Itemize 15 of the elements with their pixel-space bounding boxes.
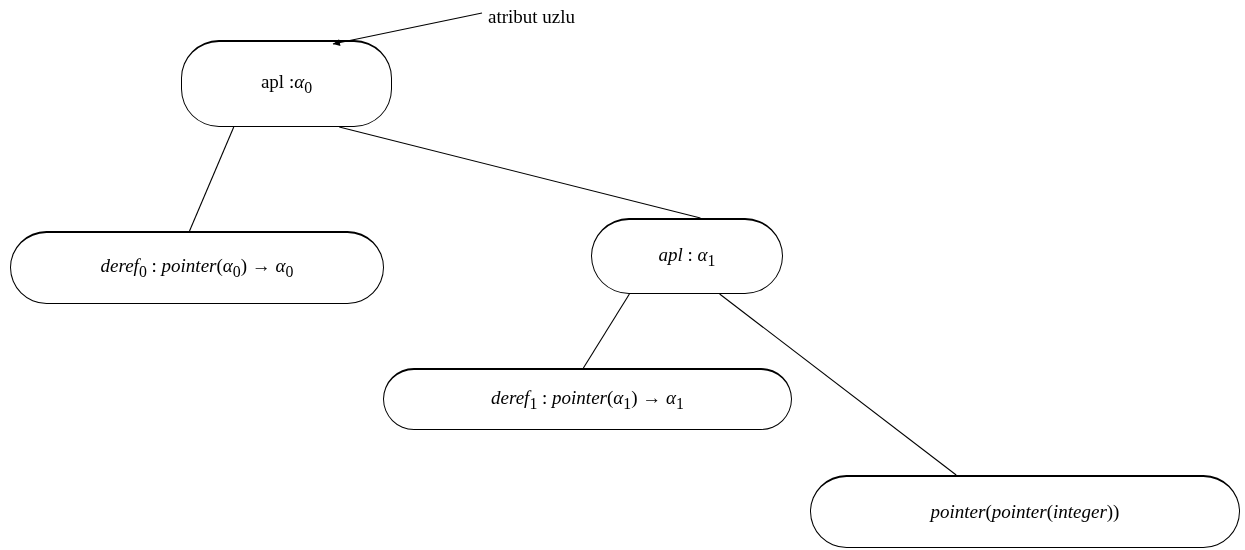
node-label: deref$_{0}$ : pointer(α$_{0}$) → α$_{0}$ xyxy=(100,255,294,281)
connector-line xyxy=(338,126,701,219)
node-label: deref$_{1}$ : pointer(α$_{1}$) → α$_{1}$ xyxy=(491,386,684,413)
stadium-node xyxy=(181,40,392,127)
stadium-node xyxy=(591,218,783,294)
connector-line xyxy=(582,293,630,369)
node-label: pointer(pointer(integer)) xyxy=(930,501,1120,523)
node-label: apl :α$_{0}$ xyxy=(260,71,313,97)
connector-line xyxy=(188,126,235,232)
annotation-text: atribut uzlu xyxy=(488,6,576,28)
connector-line xyxy=(719,293,957,476)
node-label: apl : α$_{1}$ xyxy=(658,243,716,270)
leader-arrow xyxy=(332,12,483,46)
stadium-node xyxy=(10,231,384,304)
stadium-node xyxy=(810,475,1240,548)
